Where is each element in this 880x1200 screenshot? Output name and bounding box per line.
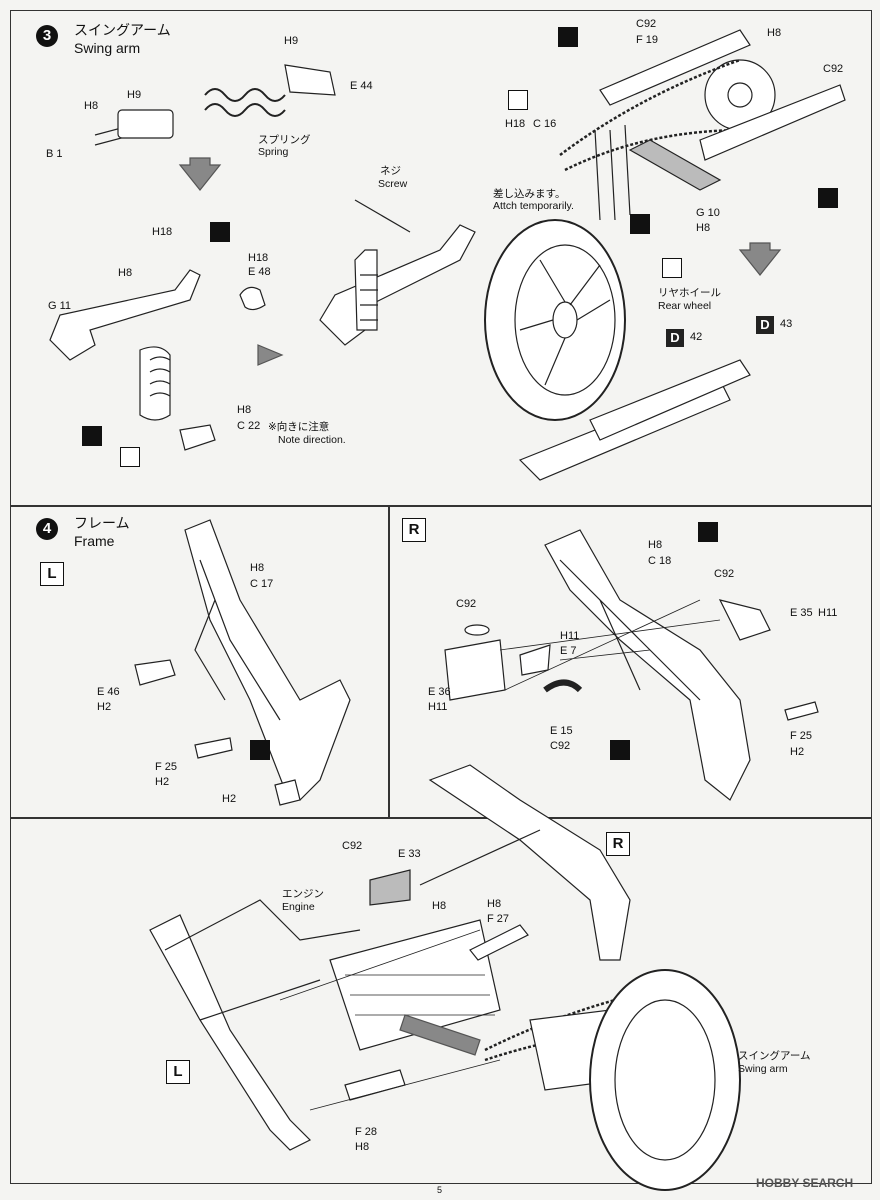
step3-title-en: Swing arm (74, 40, 141, 56)
part-s4-ph8c: H8 (432, 900, 447, 912)
part-f27: F 27 (487, 913, 510, 925)
step4-title-jp: フレーム (74, 515, 130, 531)
part-ph18a: H18 (152, 226, 173, 238)
part-c18: C 18 (648, 555, 672, 567)
part-e7: E 7 (560, 645, 577, 657)
screw-label-en: Screw (378, 178, 408, 190)
part-f19: F 19 (636, 34, 659, 46)
part-s4-pc92d: C92 (342, 840, 363, 852)
part-e46: E 46 (97, 686, 120, 698)
swing-arm-label-en: Swing arm (738, 1063, 788, 1075)
part-ph8c: H8 (237, 404, 252, 416)
swing-arm-label-jp: スイングアーム (738, 1050, 811, 1062)
step3-panel (10, 10, 872, 507)
part-g11: G 11 (48, 300, 72, 312)
side-letter-L-bottom: L (166, 1060, 190, 1084)
part-s4-ph8a: H8 (250, 562, 265, 574)
cement-icon (818, 188, 838, 208)
part-e15: E 15 (550, 725, 573, 737)
part-d42: 42 (690, 331, 703, 343)
spring-label-en: Spring (258, 146, 289, 158)
part-e48: E 48 (248, 266, 271, 278)
step4-title-en: Frame (74, 533, 115, 549)
part-pc92a: C92 (636, 18, 657, 30)
part-c22: C 22 (237, 420, 261, 432)
cement-icon (250, 740, 270, 760)
part-s4-ph2a: H2 (97, 701, 112, 713)
part-d43: 43 (780, 318, 793, 330)
cement-icon (610, 740, 630, 760)
no-cement-icon (508, 90, 528, 110)
part-ph9a: H9 (284, 35, 299, 47)
watermark: HOBBY SEARCH (756, 1176, 854, 1190)
part-s4-ph8b: H8 (648, 539, 663, 551)
part-ph9b: H9 (127, 89, 142, 101)
part-pc92b: C92 (823, 63, 844, 75)
step3-title-jp: スイングアーム (74, 22, 171, 38)
cement-icon (558, 27, 578, 47)
d-box-42: D (666, 329, 684, 347)
part-e44: E 44 (350, 80, 373, 92)
step3-number: 3 (36, 25, 58, 47)
part-e36: E 36 (428, 686, 451, 698)
part-s4-ph11b: H11 (560, 630, 580, 642)
part-e35: E 35 (790, 607, 813, 619)
cement-icon (82, 426, 102, 446)
part-s4-pc92c: C92 (550, 740, 571, 752)
side-letter-L: L (40, 562, 64, 586)
part-ph18c: H18 (505, 118, 526, 130)
part-s4-ph11a: H11 (818, 607, 838, 619)
part-ph8a: H8 (84, 100, 99, 112)
part-s4-ph2d: H2 (790, 746, 805, 758)
part-s4-pc92a: C92 (714, 568, 735, 580)
step4-right-panel (388, 505, 872, 819)
rear-wheel-label-en: Rear wheel (658, 300, 712, 312)
part-ph8e: H8 (696, 222, 711, 234)
side-letter-R: R (402, 518, 426, 542)
cement-icon (210, 222, 230, 242)
part-ph18b: H18 (248, 252, 269, 264)
part-e33: E 33 (398, 848, 421, 860)
part-s4-ph11c: H11 (428, 701, 448, 713)
attach-label-jp: 差し込みます。 (493, 188, 566, 200)
screw-label-jp: ネジ (380, 165, 401, 177)
no-cement-icon (120, 447, 140, 467)
step4-left-panel (10, 505, 390, 819)
rear-wheel-label-jp: リヤホイール (658, 287, 721, 299)
part-f25a: F 25 (155, 761, 178, 773)
part-s4-ph8d: H8 (487, 898, 502, 910)
part-s4-ph2b: H2 (155, 776, 170, 788)
note-direction-jp: ※向きに注意 (268, 421, 330, 433)
part-f25b: F 25 (790, 730, 813, 742)
part-ph8d: H8 (767, 27, 782, 39)
page-number: 5 (437, 1185, 443, 1195)
part-b1: B 1 (46, 148, 63, 160)
side-letter-R-bottom: R (606, 832, 630, 856)
part-s4-pc92b: C92 (456, 598, 477, 610)
part-g10: G 10 (696, 207, 720, 219)
attach-label-en: Attch temporarily. (493, 200, 574, 212)
part-s4-ph8e: H8 (355, 1141, 370, 1153)
step4-bottom-panel (10, 817, 872, 1184)
engine-label-jp: エンジン (282, 888, 324, 900)
part-ph8b: H8 (118, 267, 133, 279)
part-c16: C 16 (533, 118, 557, 130)
note-direction-en: Note direction. (278, 434, 346, 446)
part-s4-ph2c: H2 (222, 793, 237, 805)
cement-icon (698, 522, 718, 542)
no-cement-icon (662, 258, 682, 278)
spring-label-jp: スプリング (258, 134, 311, 146)
part-c17: C 17 (250, 578, 274, 590)
engine-label-en: Engine (282, 901, 315, 913)
cement-icon (630, 214, 650, 234)
d-box-43: D (756, 316, 774, 334)
step4-number: 4 (36, 518, 58, 540)
part-f28: F 28 (355, 1126, 378, 1138)
